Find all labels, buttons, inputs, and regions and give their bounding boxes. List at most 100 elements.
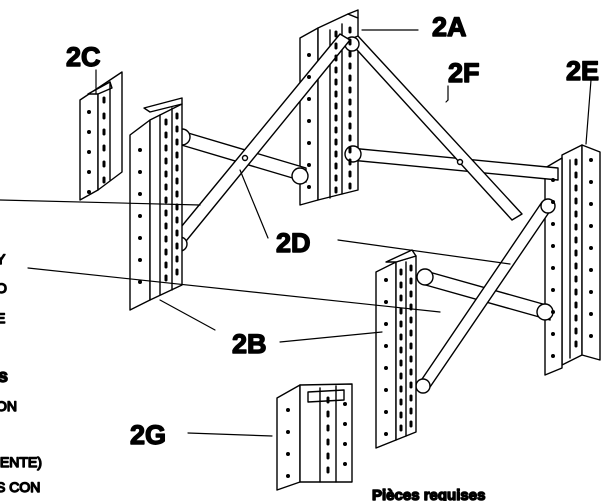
slot [286, 430, 290, 434]
slot [307, 141, 311, 145]
slot [409, 407, 413, 415]
slot [334, 186, 338, 194]
slot [551, 178, 555, 182]
slot [326, 452, 330, 460]
required-parts-heading: Pièces requises [372, 487, 485, 501]
slot [164, 235, 168, 243]
slot [334, 102, 338, 110]
slot [574, 262, 578, 270]
slot [551, 244, 555, 248]
slot [334, 42, 338, 50]
slot [334, 162, 338, 170]
slot [175, 255, 179, 263]
slot [164, 209, 168, 217]
slot [138, 214, 142, 218]
slot [87, 130, 91, 134]
slot [343, 462, 347, 466]
slot [409, 381, 413, 389]
cropped-text-2: O [0, 280, 7, 296]
slot [551, 222, 555, 226]
slot [399, 320, 403, 328]
slot [551, 266, 555, 270]
slot [409, 394, 413, 402]
slot [286, 474, 290, 478]
slot [326, 410, 330, 418]
slot [348, 86, 352, 94]
slot [574, 275, 578, 283]
slot [551, 288, 555, 292]
slot [551, 354, 555, 358]
slot [574, 210, 578, 218]
slot [138, 148, 142, 152]
slot [334, 138, 338, 146]
slot [175, 203, 179, 211]
slot [399, 372, 403, 380]
label-2d: 2D [276, 228, 311, 258]
slot [589, 290, 593, 294]
slot [175, 164, 179, 172]
slot [409, 277, 413, 285]
slot [348, 98, 352, 106]
slot [164, 157, 168, 165]
slot [384, 388, 388, 392]
slot [138, 258, 142, 262]
slot [348, 182, 352, 190]
slot [307, 119, 311, 123]
slot [175, 229, 179, 237]
slot [334, 54, 338, 62]
slot [175, 242, 179, 250]
slot [138, 236, 142, 240]
part-2g [276, 383, 353, 491]
slot [102, 112, 106, 120]
label-2c: 2C [66, 42, 101, 72]
slot [102, 144, 106, 152]
slot [175, 268, 179, 276]
label-2e: 2E [566, 56, 599, 86]
slot-patterns [87, 26, 593, 478]
slot [334, 30, 338, 38]
slot [574, 288, 578, 296]
slot [551, 332, 555, 336]
slot [326, 424, 330, 432]
slot [102, 128, 106, 136]
slot [307, 185, 311, 189]
slot [399, 281, 403, 289]
cropped-text-3: E [0, 310, 5, 326]
slot [399, 333, 403, 341]
slot [574, 236, 578, 244]
slot [409, 290, 413, 298]
slot [343, 402, 347, 406]
slot [326, 396, 330, 404]
label-2g: 2G [130, 420, 166, 450]
slot [384, 366, 388, 370]
slot [175, 177, 179, 185]
slot [343, 442, 347, 446]
slot [348, 134, 352, 142]
slot [574, 327, 578, 335]
cropped-text-4: s [0, 366, 8, 386]
slot [348, 110, 352, 118]
label-2a: 2A [432, 12, 467, 42]
slot [589, 180, 593, 184]
slot [326, 438, 330, 446]
part-2c [79, 71, 123, 201]
slot [551, 200, 555, 204]
slot [409, 316, 413, 324]
slot [164, 261, 168, 269]
slot [574, 340, 578, 348]
leader-lines [0, 29, 592, 437]
slot [175, 125, 179, 133]
slot [334, 66, 338, 74]
slot [164, 183, 168, 191]
slot [589, 246, 593, 250]
slot [334, 90, 338, 98]
slot [574, 158, 578, 166]
slot [399, 346, 403, 354]
slot [399, 359, 403, 367]
slot [138, 192, 142, 196]
slot [348, 50, 352, 58]
slot [307, 163, 311, 167]
label-2b: 2B [232, 329, 267, 359]
slot [589, 312, 593, 316]
